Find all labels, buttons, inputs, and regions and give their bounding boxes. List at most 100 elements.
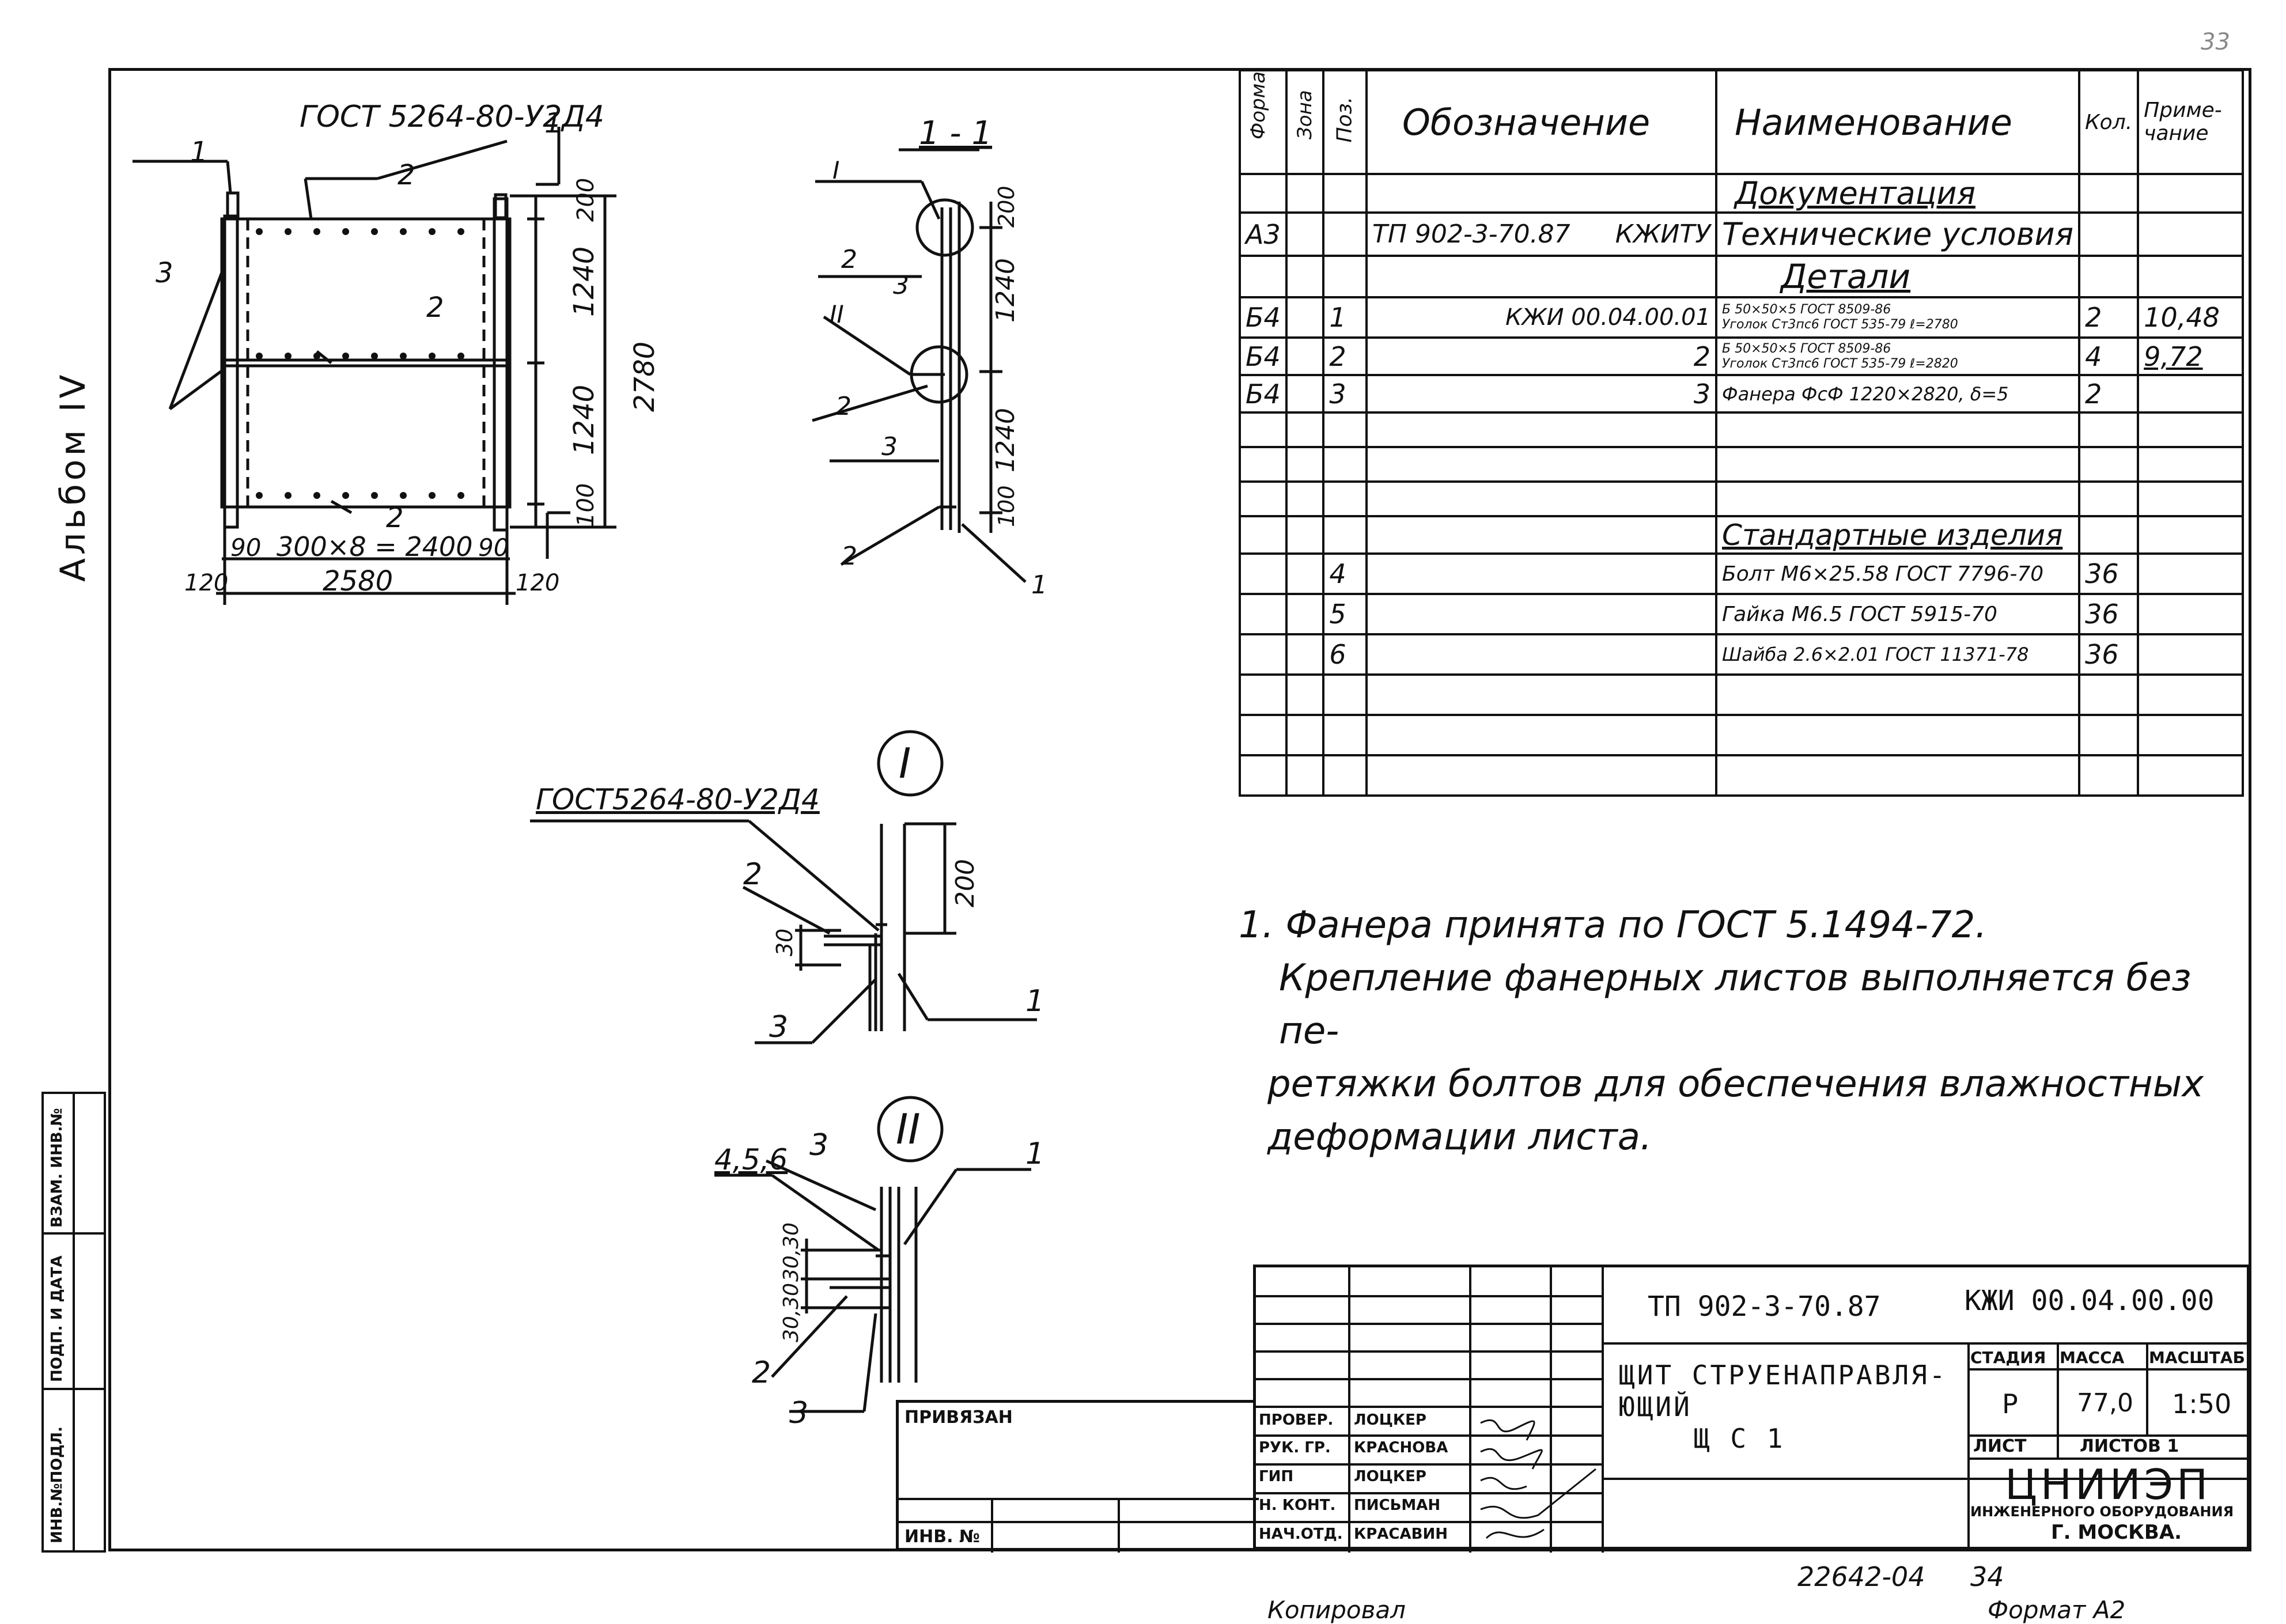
row3-designation: 3 bbox=[1365, 374, 1718, 414]
row3-pos: 3 bbox=[1322, 374, 1368, 414]
album-label: Альбом IV bbox=[53, 371, 93, 582]
tb-org2: ИНЖЕНЕРНОГО ОБОРУДОВАНИЯ bbox=[1970, 1504, 2234, 1520]
section-callout2: II bbox=[830, 300, 844, 328]
row2-name: Б 50×50×5 ГОСТ 8509-86 Уголок Ст3пс6 ГОС… bbox=[1715, 336, 2081, 376]
detail2-pos2: 2 bbox=[752, 1356, 771, 1390]
hdr-name: Наименование bbox=[1715, 69, 2081, 175]
section-d3: 1240 bbox=[991, 408, 1020, 472]
tb-role-4: НАЧ.ОТД. bbox=[1259, 1525, 1343, 1543]
detail2-pos3b: 3 bbox=[789, 1396, 808, 1430]
section-d2: 1240 bbox=[991, 258, 1020, 323]
detail1-dim200: 200 bbox=[951, 859, 980, 907]
dim-mid: 300×8 = 2400 bbox=[277, 531, 472, 562]
detail1-pos3: 3 bbox=[769, 1010, 788, 1044]
section-standard: Стандартные изделия bbox=[1715, 515, 2081, 555]
tb-stage: Р bbox=[2002, 1388, 2018, 1419]
spec-table: Формат Зона Поз. Обозначение Наименовани… bbox=[1239, 69, 2244, 797]
detail1-pos2: 2 bbox=[743, 857, 762, 892]
tb-mass: 77,0 bbox=[2077, 1388, 2133, 1418]
row6-pos: 6 bbox=[1322, 633, 1368, 676]
signatures bbox=[1480, 1419, 1596, 1539]
section-d4: 100 bbox=[994, 485, 1019, 527]
dim-total: 2780 bbox=[629, 342, 661, 412]
detail1-pos1: 1 bbox=[1025, 984, 1044, 1019]
row6-name: Шайба 2.6×2.01 ГОСТ 11371-78 bbox=[1715, 633, 2081, 676]
tb-sheets-header: ЛИСТОВ 1 bbox=[2080, 1436, 2179, 1456]
tb-title1: ЩИТ СТРУЕНАПРАВЛЯ- bbox=[1619, 1360, 1948, 1391]
tb-scale-header: МАСШТАБ bbox=[2149, 1348, 2245, 1367]
dim-h1: 1240 bbox=[568, 247, 600, 317]
row2-designation: 2 bbox=[1365, 336, 1718, 376]
tb-name-4: КРАСАВИН bbox=[1354, 1525, 1448, 1543]
main-pos2c: 2 bbox=[386, 502, 404, 534]
tb-title2: ЮЩИЙ bbox=[1619, 1391, 1692, 1422]
section-pos2b: 2 bbox=[835, 392, 851, 421]
row2-note: 9,72 bbox=[2137, 336, 2244, 376]
row2-name-bot: Уголок Ст3пс6 ГОСТ 535-79 ℓ=2820 bbox=[1722, 356, 1958, 371]
dim-right120: 120 bbox=[516, 570, 559, 596]
section-pos1: 1 bbox=[1031, 570, 1047, 600]
section-title: 1 - 1 bbox=[919, 115, 992, 152]
row1-qty: 2 bbox=[2078, 296, 2140, 339]
hdr-zone: Зона bbox=[1293, 90, 1316, 139]
detail2-pos1: 1 bbox=[1025, 1137, 1044, 1171]
tb-org1: ЦНИИЭП bbox=[2005, 1460, 2212, 1509]
note-line3: ретяжки болтов для обеспечения влажностн… bbox=[1267, 1063, 2204, 1106]
spec-header-row: Формат Зона Поз. Обозначение Наименовани… bbox=[1239, 69, 2244, 175]
main-pos1: 1 bbox=[190, 136, 208, 168]
dim-h2: 1240 bbox=[568, 385, 600, 455]
tb-role-0: ПРОВЕР. bbox=[1259, 1411, 1334, 1429]
tb-stage-header: СТАДИЯ bbox=[1970, 1348, 2046, 1367]
note-line1: 1. Фанера принята по ГОСТ 5.1494-72. bbox=[1239, 904, 1987, 947]
section-callout1: I bbox=[832, 156, 839, 184]
row5-qty: 36 bbox=[2078, 593, 2140, 635]
row4-qty: 36 bbox=[2078, 552, 2140, 595]
row1-pos: 1 bbox=[1322, 296, 1368, 339]
row1-name-top: Б 50×50×5 ГОСТ 8509-86 bbox=[1722, 302, 1891, 317]
main-section-mark: 1 bbox=[544, 107, 562, 139]
section-parts: Детали bbox=[1715, 255, 2081, 298]
row5-pos: 5 bbox=[1322, 593, 1368, 635]
dim-left90: 90 bbox=[230, 533, 261, 562]
tb-title3: Щ С 1 bbox=[1694, 1423, 1785, 1454]
row6-qty: 36 bbox=[2078, 633, 2140, 676]
tb-name-2: ЛОЦКЕР bbox=[1354, 1468, 1426, 1485]
inv-label: ИНВ. № bbox=[904, 1527, 981, 1547]
row4-pos: 4 bbox=[1322, 552, 1368, 595]
row-a3-designation-left: ТП 902-3-70.87 bbox=[1372, 219, 1570, 249]
tb-mass-header: МАССА bbox=[2060, 1348, 2125, 1367]
hdr-note: Приме-чание bbox=[2137, 69, 2244, 175]
detail-1: I ГОСТ5264-80-У2Д4 2 3 1 30 200 bbox=[530, 730, 1044, 1044]
bound-label: ПРИВЯЗАН bbox=[904, 1407, 1013, 1428]
bound-block: ПРИВЯЗАН ИНВ. № bbox=[896, 1400, 1259, 1553]
detail2-dim-b: 30,30 bbox=[779, 1283, 803, 1342]
main-view: ГОСТ 5264-80-У2Д4 1 1 2 3 2 2 200 1240 1… bbox=[133, 100, 661, 605]
row1-name: Б 50×50×5 ГОСТ 8509-86 Уголок Ст3пс6 ГОС… bbox=[1715, 296, 2081, 339]
tb-role-3: Н. КОНТ. bbox=[1259, 1497, 1336, 1514]
tb-scale: 1:50 bbox=[2172, 1388, 2232, 1419]
note-line2: Крепление фанерных листов выполняется бе… bbox=[1279, 957, 2192, 1053]
note-line4: деформации листа. bbox=[1267, 1116, 1652, 1159]
row1-note: 10,48 bbox=[2137, 296, 2244, 339]
tb-role-1: РУК. ГР. bbox=[1259, 1439, 1331, 1456]
row-a3-name: Технические условия bbox=[1715, 211, 2081, 257]
dim-left120: 120 bbox=[184, 570, 228, 596]
tb-org3: Г. МОСКВА. bbox=[2051, 1521, 2182, 1544]
footer-copied: Копировал bbox=[1267, 1596, 1406, 1624]
tb-name-3: ПИСЬМАН bbox=[1354, 1497, 1441, 1514]
row3-qty: 2 bbox=[2078, 374, 2140, 414]
tb-name-1: КРАСНОВА bbox=[1354, 1439, 1448, 1456]
tb-sheet-header: ЛИСТ bbox=[1973, 1436, 2027, 1456]
section-d1: 200 bbox=[994, 186, 1019, 228]
section-pos2a: 2 bbox=[841, 245, 857, 274]
hdr-qty: Кол. bbox=[2078, 69, 2140, 175]
dim-bottom: 100 bbox=[573, 483, 599, 527]
section-view: 1 - 1 I II 2 3 2 3 2 1 200 1240 1240 100 bbox=[812, 115, 1047, 600]
footer-number: 22642-04 bbox=[1797, 1561, 1925, 1592]
hdr-pos: Поз. bbox=[1333, 96, 1357, 142]
row-a3-format: А3 bbox=[1239, 211, 1288, 257]
row3-name: Фанера ФсФ 1220×2820, δ=5 bbox=[1715, 374, 2081, 414]
row2-name-top: Б 50×50×5 ГОСТ 8509-86 bbox=[1722, 341, 1891, 356]
detail2-pos456: 4,5,6 bbox=[714, 1143, 788, 1176]
footer-page: 34 bbox=[1970, 1561, 2004, 1592]
